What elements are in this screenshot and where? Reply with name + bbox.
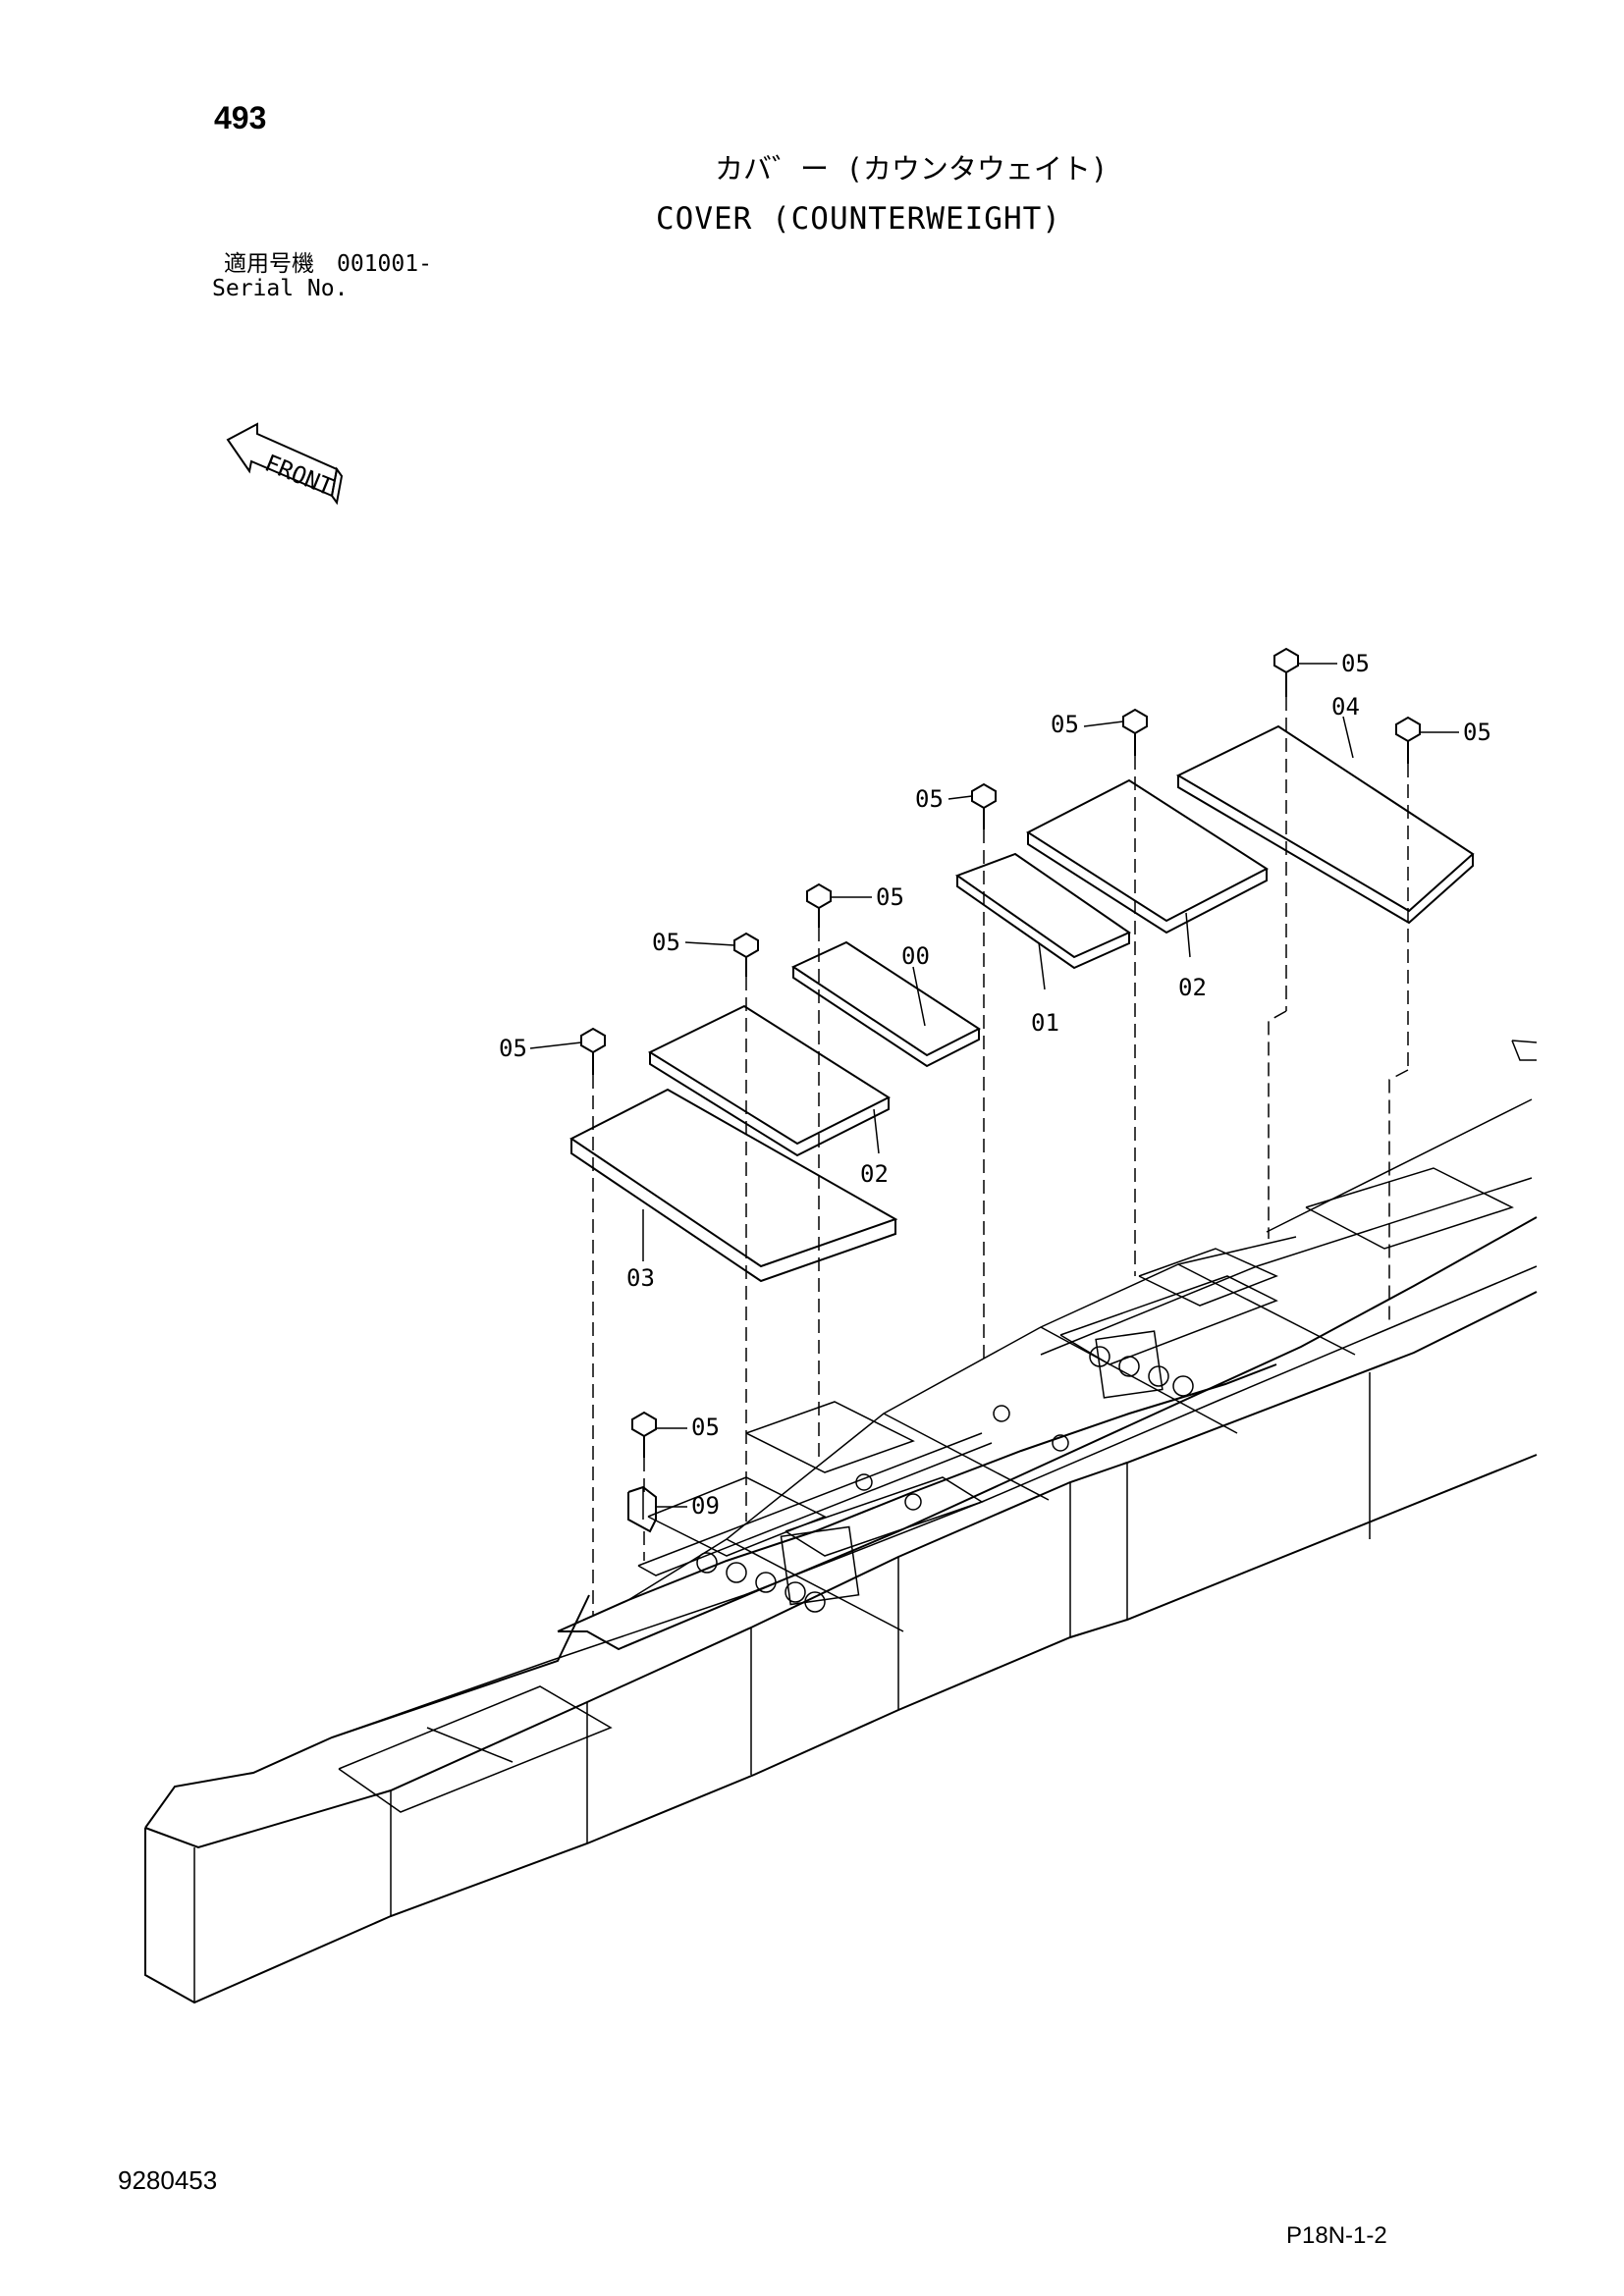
callout-05: 05 bbox=[691, 1414, 720, 1441]
callout-05: 05 bbox=[499, 1035, 527, 1062]
front-arrow-icon: FRONT bbox=[226, 422, 344, 506]
cover-plate-04 bbox=[1175, 724, 1475, 925]
cover-plate-00 bbox=[790, 940, 981, 1068]
callout-leaders bbox=[529, 663, 1459, 1508]
counterweight-frame bbox=[144, 1040, 1538, 2004]
callout-05: 05 bbox=[1463, 719, 1491, 746]
bolt-icon bbox=[580, 1027, 606, 1075]
bolt-icon bbox=[806, 882, 832, 928]
callout-03: 03 bbox=[626, 1264, 655, 1292]
callout-02: 02 bbox=[1178, 974, 1207, 1001]
title-japanese: カバ゛ー (カウンタウェイト) bbox=[715, 152, 1109, 186]
page-number: 493 bbox=[214, 100, 267, 135]
cover-plate-02-left bbox=[647, 1004, 892, 1157]
document-number: 9280453 bbox=[118, 2165, 218, 2195]
assembly-lines bbox=[592, 697, 1409, 1615]
cover-plate-02-right bbox=[1025, 778, 1269, 934]
bolt-icon bbox=[1395, 716, 1421, 764]
callout-05: 05 bbox=[1051, 711, 1079, 738]
clip-09 bbox=[627, 1485, 657, 1533]
callout-02: 02 bbox=[860, 1160, 889, 1188]
bolt-icon bbox=[971, 782, 997, 829]
bolt-icon bbox=[631, 1411, 657, 1458]
cover-plate-01 bbox=[954, 852, 1132, 970]
bolt-icon bbox=[733, 932, 759, 977]
callout-05: 05 bbox=[915, 785, 944, 813]
callout-09: 09 bbox=[691, 1492, 720, 1520]
serial-label-english: Serial No. bbox=[212, 276, 349, 301]
front-arrow-label: FRONT bbox=[261, 450, 337, 502]
bolt-icon bbox=[1273, 647, 1299, 697]
callout-00: 00 bbox=[901, 942, 930, 970]
cover-plate-03 bbox=[569, 1088, 898, 1283]
callout-05: 05 bbox=[876, 883, 904, 911]
callout-05: 05 bbox=[652, 929, 680, 956]
sheet-code: P18N-1-2 bbox=[1286, 2222, 1387, 2249]
callout-05: 05 bbox=[1341, 650, 1370, 677]
title-english: COVER (COUNTERWEIGHT) bbox=[656, 201, 1061, 237]
serial-label-japanese: 適用号機 001001- bbox=[224, 251, 432, 277]
bolt-icon bbox=[1122, 708, 1148, 756]
callout-04: 04 bbox=[1331, 693, 1360, 721]
callout-01: 01 bbox=[1031, 1009, 1059, 1037]
